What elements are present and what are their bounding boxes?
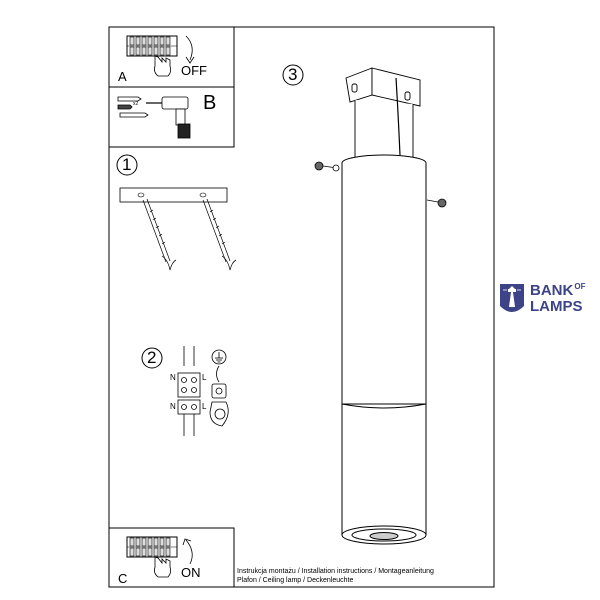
hand-icon-off [154, 55, 172, 77]
arrow-up-icon [185, 539, 193, 565]
arrow-down-icon [185, 35, 193, 61]
page-frame [108, 26, 495, 588]
ground-symbol-icon [211, 349, 227, 365]
step-1-number: 1 [122, 155, 132, 174]
side-screw-right-icon [426, 198, 447, 208]
screw-anchor-icon [117, 96, 149, 118]
brand-logo-icon [500, 284, 524, 312]
fuse-box-icon-off [126, 35, 178, 57]
brand-line-2: LAMPS [530, 298, 583, 315]
step-3-number: 3 [288, 65, 298, 84]
wire-l-label-bottom: L [202, 402, 207, 411]
caption-line-1: Instrukcja montażu / Installation instru… [237, 568, 434, 575]
screw-left-icon [142, 198, 177, 271]
mounting-bracket-icon [119, 187, 228, 203]
panel-c-letter: C [118, 571, 128, 586]
side-screw-left-icon [314, 161, 340, 172]
drill-icon [146, 96, 191, 139]
fuse-box-icon-on [126, 536, 178, 558]
step-2-circle [141, 347, 163, 369]
step-2-number: 2 [147, 348, 157, 367]
ground-terminal-icon [209, 365, 229, 427]
arrow-up-head-icon [182, 538, 192, 546]
brand-line-1: BANKOF [530, 282, 585, 299]
terminal-block-icon [177, 346, 201, 436]
step-3-circle [282, 64, 304, 86]
brand-of: OF [574, 282, 586, 291]
panel-b-box [108, 86, 235, 148]
panel-b-letter: B [203, 92, 217, 114]
ceiling-bracket-icon [345, 67, 421, 161]
wire-n-label-bottom: N [170, 402, 176, 411]
arrow-down-head-icon [185, 56, 195, 64]
step-1-circle [116, 154, 138, 176]
panel-b-anchor-note: x2 [133, 101, 139, 107]
wire-l-label-top: L [202, 373, 207, 382]
panel-c-box [108, 527, 235, 588]
hand-icon-on [154, 556, 172, 578]
brand-bank: BANK [530, 282, 574, 299]
lamp-body-icon [341, 154, 427, 545]
caption-line-2: Plafon / Ceiling lamp / Deckenleuchte [237, 577, 354, 584]
wire-n-label-top: N [170, 373, 176, 382]
cable-icon [395, 77, 401, 156]
panel-a-action: OFF [181, 63, 207, 78]
panel-c-action: ON [181, 565, 201, 580]
brand-logo: BANKOF LAMPS [500, 282, 600, 318]
screw-right-icon [202, 198, 237, 271]
panel-a-letter: A [118, 69, 127, 84]
